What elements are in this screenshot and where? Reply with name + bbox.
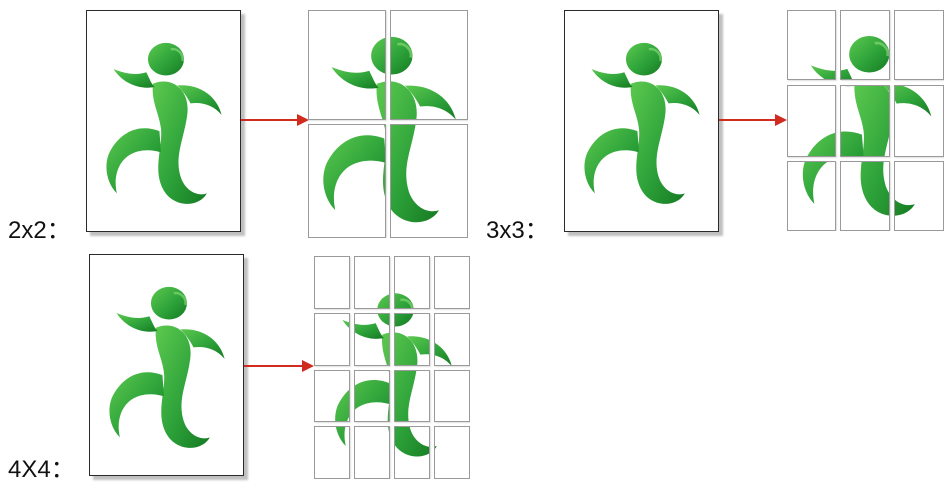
- running-figure-icon: [355, 427, 389, 458]
- tile: [787, 10, 836, 80]
- tile: [308, 124, 386, 238]
- running-figure-icon: [321, 35, 385, 119]
- source-page-3x3: [564, 10, 719, 232]
- right-arrow-icon: [719, 114, 787, 126]
- running-figure-icon: [435, 313, 454, 365]
- tile: [787, 85, 836, 157]
- tile: [354, 426, 390, 479]
- running-figure-icon: [395, 427, 429, 458]
- running-figure-icon: [391, 125, 458, 224]
- tile: [308, 10, 386, 120]
- source-page-2x2: [86, 10, 241, 232]
- label-4x4: 4X4：: [8, 456, 75, 483]
- running-figure-icon: [841, 86, 889, 156]
- running-figure-icon: [321, 125, 385, 224]
- tiled-output-4x4: [314, 256, 470, 479]
- running-figure-icon: [895, 162, 933, 218]
- tiled-output-3x3: [787, 10, 944, 231]
- running-figure-icon: [333, 313, 349, 365]
- tiled-output-2x2: [308, 10, 468, 238]
- label-2x2: 2x2：: [8, 217, 71, 244]
- tile: [434, 312, 470, 366]
- tile: [394, 426, 430, 479]
- running-figure-icon: [333, 370, 349, 422]
- tile: [840, 10, 890, 80]
- tile: [434, 369, 470, 423]
- tile: [314, 369, 350, 423]
- running-figure-icon: [435, 427, 454, 458]
- running-figure-icon: [355, 313, 389, 365]
- running-figure-icon: [841, 34, 889, 79]
- running-figure-icon: [801, 162, 835, 218]
- tile: [390, 10, 468, 120]
- tile: [840, 161, 890, 231]
- running-figure-icon: [108, 285, 226, 450]
- tile: [354, 256, 390, 309]
- tile: [314, 312, 350, 366]
- tile: [787, 161, 836, 231]
- right-arrow-icon: [244, 360, 314, 372]
- running-figure-icon: [391, 35, 458, 119]
- label-3x3: 3x3：: [486, 217, 549, 244]
- tile: [394, 312, 430, 366]
- tile: [390, 124, 468, 238]
- running-figure-icon: [583, 41, 701, 206]
- tile: [314, 256, 350, 309]
- running-figure-icon: [895, 86, 933, 156]
- running-figure-icon: [333, 291, 349, 308]
- running-figure-icon: [435, 291, 454, 308]
- running-figure-icon: [801, 86, 835, 156]
- running-figure-icon: [333, 427, 349, 458]
- source-page-4x4: [89, 254, 244, 476]
- running-figure-icon: [105, 41, 223, 206]
- tile: [314, 426, 350, 479]
- running-figure-icon: [395, 313, 429, 365]
- right-arrow-icon: [241, 114, 309, 126]
- tile: [354, 369, 390, 423]
- tile: [894, 161, 944, 231]
- running-figure-icon: [801, 34, 835, 79]
- running-figure-icon: [395, 370, 429, 422]
- running-figure-icon: [355, 370, 389, 422]
- running-figure-icon: [895, 34, 933, 79]
- running-figure-icon: [435, 370, 454, 422]
- tile: [840, 85, 890, 157]
- running-figure-icon: [841, 162, 889, 218]
- tile: [394, 369, 430, 423]
- running-figure-icon: [355, 291, 389, 308]
- tile: [354, 312, 390, 366]
- tile: [434, 426, 470, 479]
- tile: [894, 10, 944, 80]
- tile: [434, 256, 470, 309]
- tile: [394, 256, 430, 309]
- running-figure-icon: [395, 291, 429, 308]
- tile: [894, 85, 944, 157]
